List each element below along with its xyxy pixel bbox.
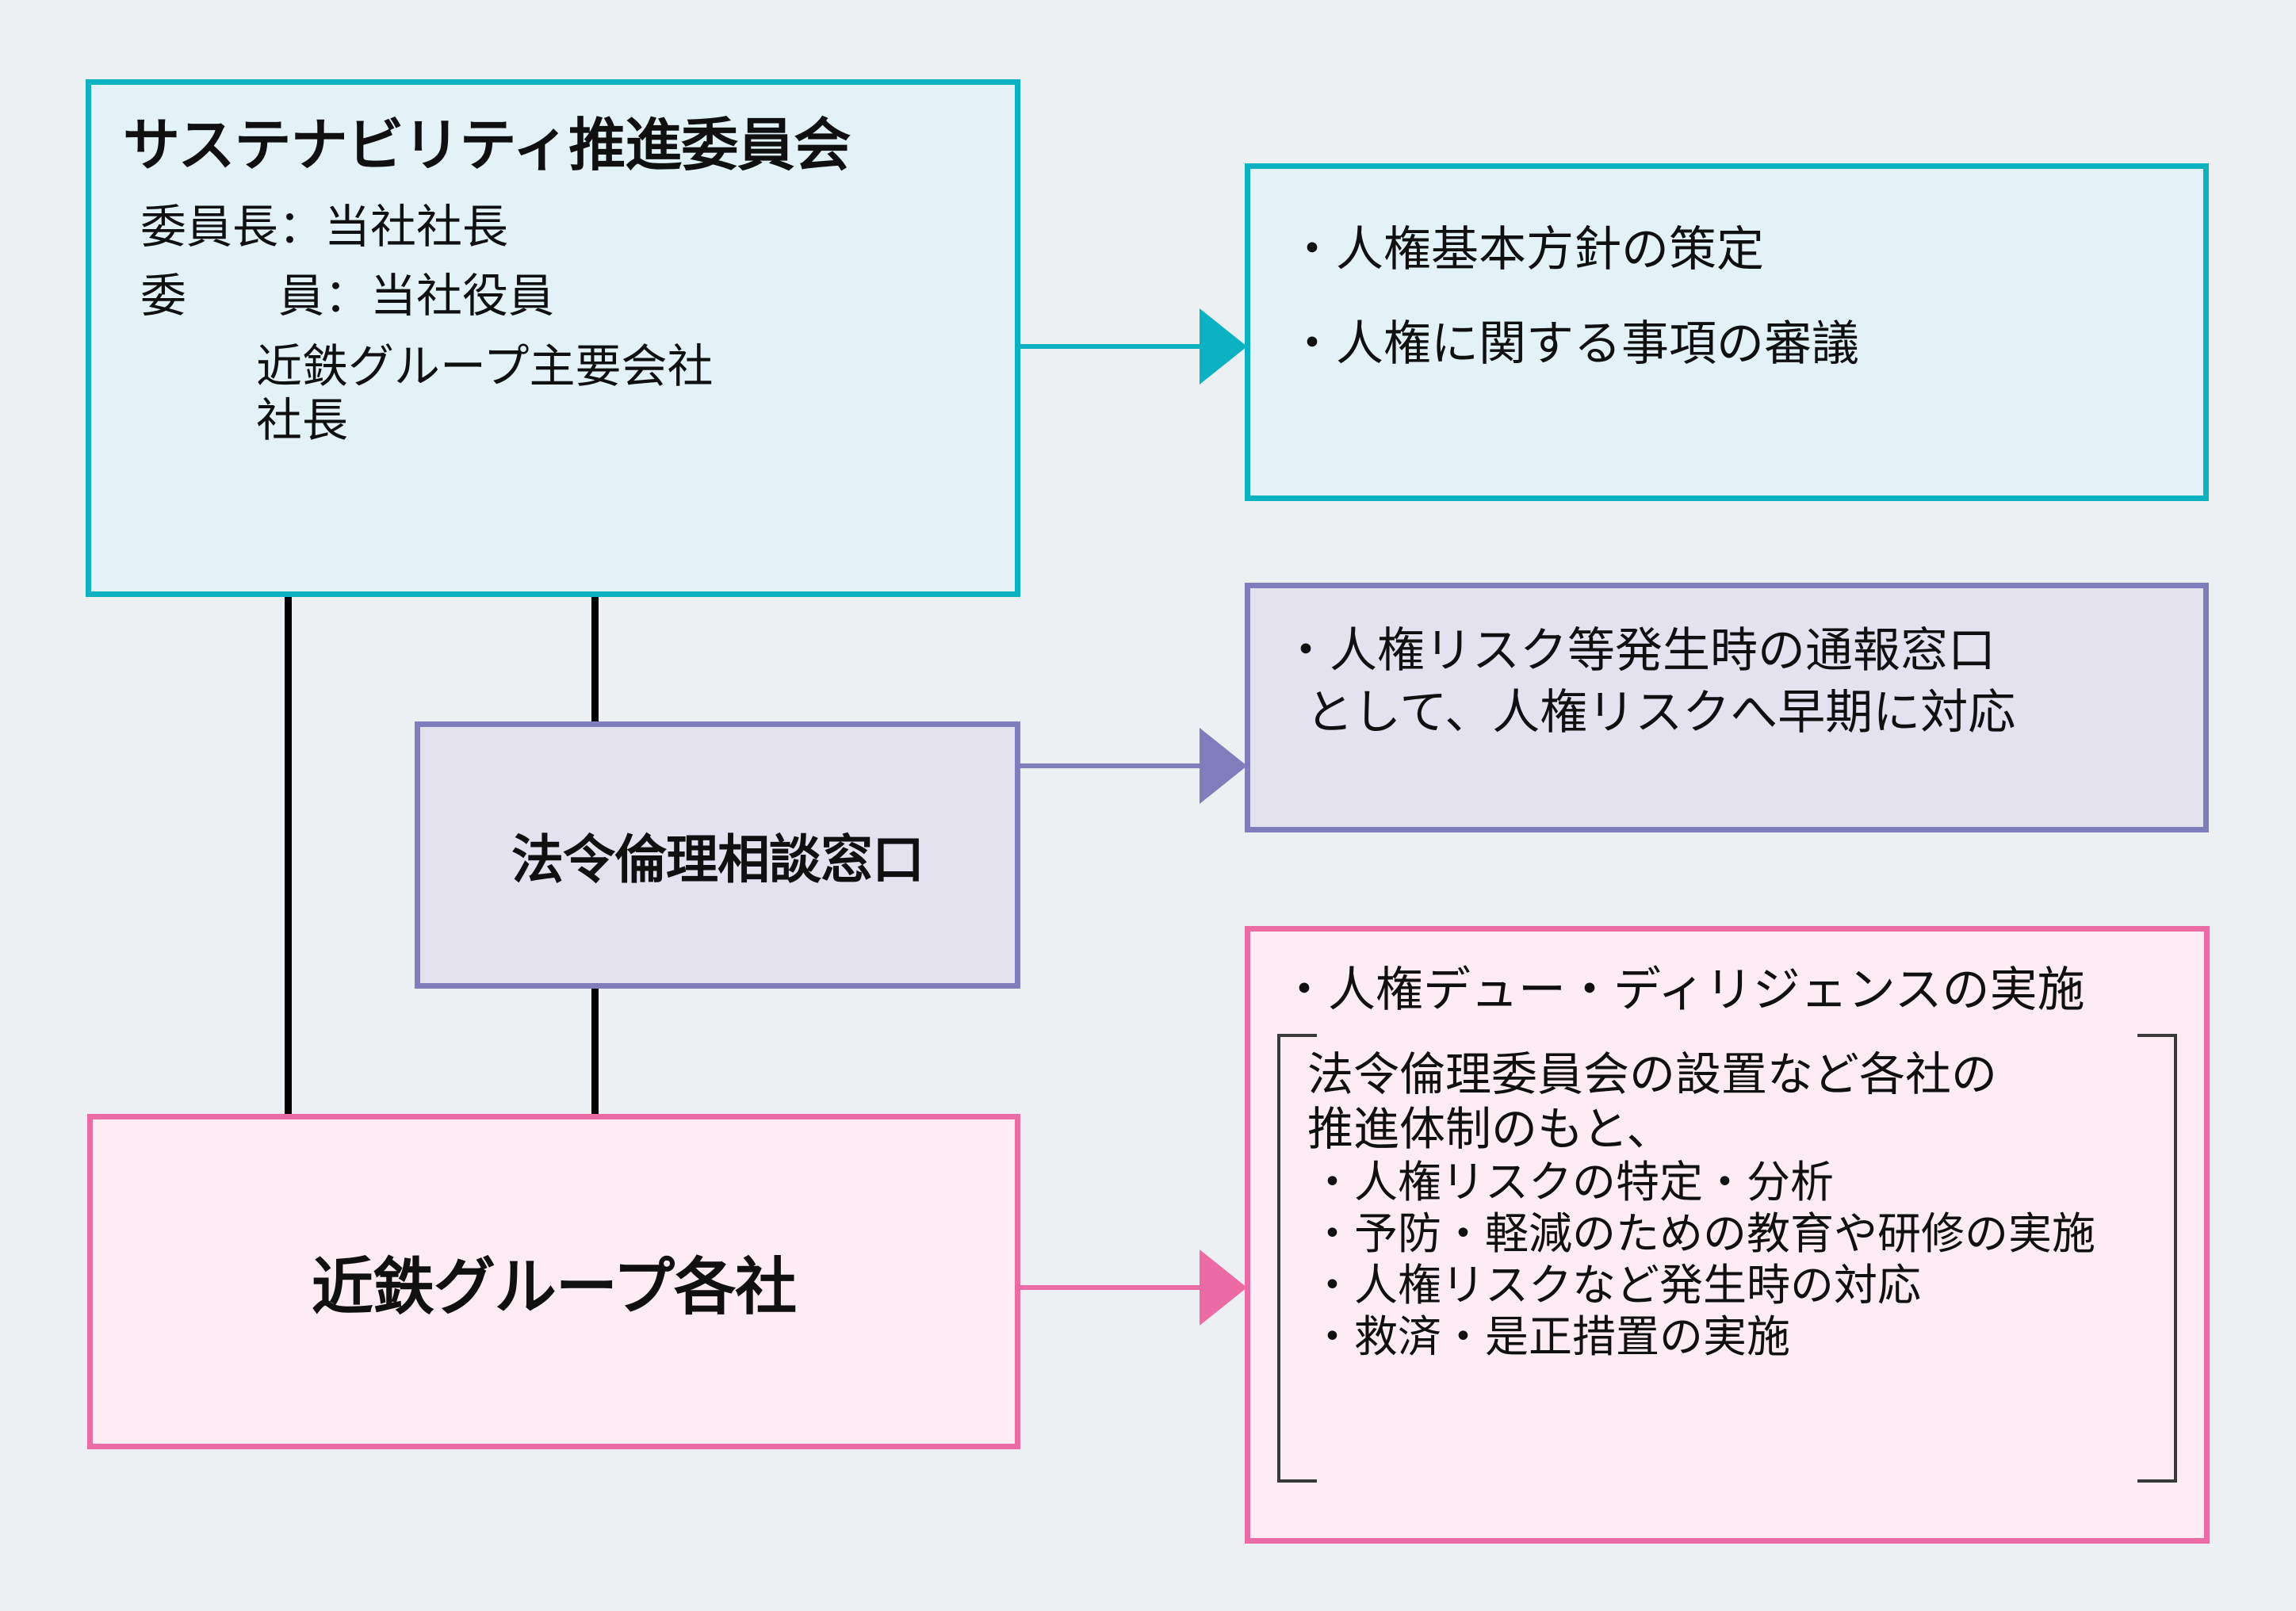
hotline-title: 法令倫理相談窓口: [511, 829, 924, 889]
vertical-line-left: [285, 597, 292, 1117]
bracket-lead-line: 法令倫理委員会の設置など各社の: [1307, 1049, 1998, 1101]
bracket-lead-line: 推進体制のもと、: [1307, 1103, 1673, 1155]
arrow-shaft-teal: [1020, 344, 1204, 349]
committee-member-detail-row-1: 近鉄グループ主要会社: [256, 341, 714, 393]
duty-item: ・人権基本方針の策定: [1288, 223, 1764, 276]
group-actions-bracket-panel: 法令倫理委員会の設置など各社の 推進体制のもと、 ・人権リスクの特定・分析 ・予…: [1277, 1034, 2177, 1483]
group-companies-box: 近鉄グループ各社: [87, 1114, 1020, 1449]
sustainability-committee-box: サステナビリティ推進委員会 委員長：当社社長 委 員：当社役員 近鉄グループ主要…: [86, 79, 1020, 597]
bracket-action-item: ・人権リスクなど発生時の対応: [1311, 1260, 1922, 1310]
hotline-role-line: として、人権リスクへ早期に対応: [1306, 686, 2016, 739]
arrow-right-teal-icon: [1200, 308, 1247, 385]
hotline-role-box: ・人権リスク等発生時の通報窓口 として、人権リスクへ早期に対応: [1245, 583, 2209, 832]
committee-member-row: 委 員：当社役員: [140, 270, 555, 322]
group-actions-box: ・人権デュー・ディリジェンスの実施 法令倫理委員会の設置など各社の 推進体制のも…: [1245, 926, 2210, 1544]
arrow-shaft-pink: [1020, 1285, 1204, 1290]
committee-chair-row: 委員長：当社社長: [140, 201, 509, 253]
duty-item: ・人権に関する事項の審議: [1288, 317, 1859, 371]
group-companies-title: 近鉄グループ各社: [311, 1251, 797, 1322]
committee-member-detail-row-2: 社長: [256, 394, 349, 446]
arrow-right-pink-icon: [1200, 1249, 1247, 1326]
committee-duties-box: ・人権基本方針の策定 ・人権に関する事項の審議: [1245, 163, 2209, 501]
vertical-line-right-lower: [591, 985, 599, 1117]
bracket-action-item: ・人権リスクの特定・分析: [1311, 1158, 1835, 1207]
arrow-right-purple-icon: [1200, 728, 1247, 804]
bracket-action-item: ・救済・是正措置の実施: [1311, 1311, 1791, 1361]
hotline-role-line: ・人権リスク等発生時の通報窓口: [1282, 624, 1996, 677]
bracket-action-item: ・予防・軽減のための教育や研修の実施: [1311, 1208, 2096, 1258]
committee-title: サステナビリティ推進委員会: [123, 114, 851, 178]
compliance-hotline-box: 法令倫理相談窓口: [415, 721, 1020, 989]
vertical-line-right-upper: [591, 597, 599, 725]
due-diligence-item: ・人権デュー・ディリジェンスの実施: [1280, 963, 2085, 1016]
arrow-shaft-purple: [1020, 763, 1204, 768]
